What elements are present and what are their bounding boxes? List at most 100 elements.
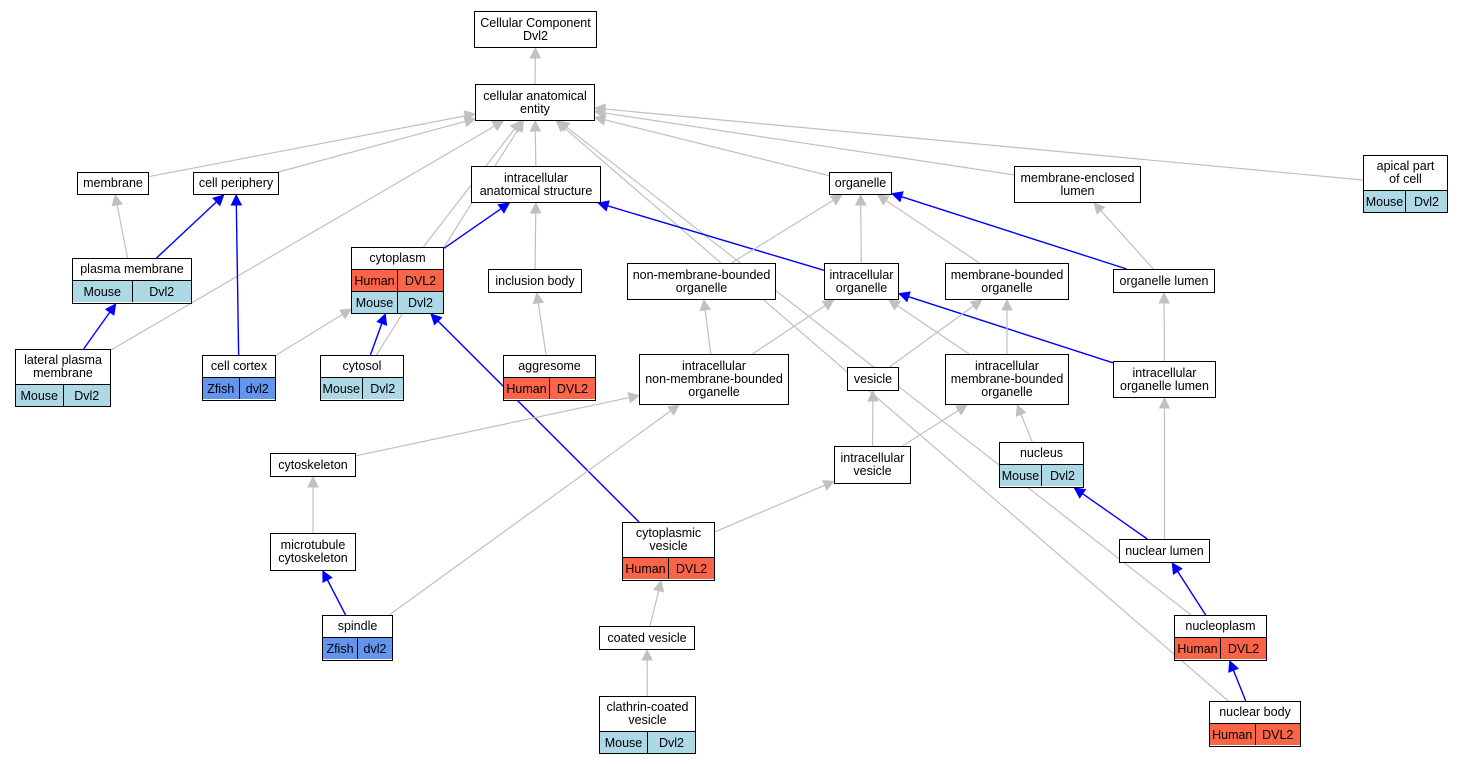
node-label: microtubule cytoskeleton xyxy=(278,538,348,565)
node-cell-periphery[interactable]: cell periphery xyxy=(193,172,279,195)
node-label: clathrin-coated vesicle xyxy=(606,700,689,727)
node-intracellular-anatomical-structure[interactable]: intracellular anatomical structure xyxy=(471,166,601,203)
gene-cell: Dvl2 xyxy=(62,385,111,406)
species-cell: Mouse xyxy=(1001,468,1040,483)
arrowhead xyxy=(529,201,542,214)
node-nuclear-lumen[interactable]: nuclear lumen xyxy=(1119,539,1210,563)
edge-intracellular-non-membrane-bounded-organelle-to-non-membrane-bounded-organelle xyxy=(699,298,712,355)
node-membrane[interactable]: membrane xyxy=(77,172,149,195)
arrowhead xyxy=(641,648,653,661)
arrowhead xyxy=(627,391,641,404)
species-cell: Mouse xyxy=(355,295,394,310)
node-label: intracellular anatomical structure xyxy=(479,170,593,198)
node-intracellular-non-membrane-bounded-organelle[interactable]: intracellular non-membrane-bounded organ… xyxy=(639,354,789,405)
edge-line xyxy=(388,410,672,616)
arrowhead xyxy=(829,194,843,206)
edge-line xyxy=(860,204,862,264)
node-organelle[interactable]: organelle xyxy=(829,172,892,195)
edge-aggresome-to-inclusion-body xyxy=(532,291,547,356)
node-microtubule-cytoskeleton[interactable]: microtubule cytoskeleton xyxy=(270,533,356,571)
arrowhead xyxy=(555,120,569,133)
edge-line xyxy=(607,205,825,271)
edge-vesicle-to-membrane-bounded-organelle xyxy=(889,299,983,368)
arrowhead xyxy=(1001,298,1013,311)
edge-plasma-membrane-to-cell-periphery xyxy=(156,194,225,259)
edge-line xyxy=(563,127,1229,702)
edge-intracellular-anatomical-structure-to-cellular-anatomical-entity xyxy=(529,119,542,167)
node-inclusion-body[interactable]: inclusion body xyxy=(488,269,582,293)
arrowhead xyxy=(699,298,711,312)
node-intracellular-organelle[interactable]: intracellular organelle xyxy=(824,263,899,300)
edge-line xyxy=(896,305,970,355)
node-label: intracellular organelle lumen xyxy=(1120,365,1209,393)
node-cellular-component[interactable]: Cellular Component Dvl2 xyxy=(474,11,597,48)
node-label: apical part of cell xyxy=(1376,159,1435,186)
edge-line xyxy=(604,108,1364,181)
gene-cell: Dvl2 xyxy=(131,281,192,302)
arrowhead xyxy=(1073,487,1087,499)
node-vesicle[interactable]: vesicle xyxy=(847,367,899,391)
arrowhead xyxy=(1015,403,1027,417)
edge-microtubule-cytoskeleton-to-cytoskeleton xyxy=(307,475,319,533)
arrowhead xyxy=(890,191,904,203)
node-label: cytoplasmic vesicle xyxy=(635,526,702,553)
edge-organelle-to-cellular-anatomical-entity xyxy=(593,114,830,177)
node-label: nucleus xyxy=(1019,446,1064,460)
node-cellular-anatomical-entity[interactable]: cellular anatomical entity xyxy=(475,84,595,121)
node-label: membrane-bounded organelle xyxy=(950,267,1064,295)
edge-intracellular-organelle-lumen-to-organelle-lumen xyxy=(1158,291,1170,362)
node-organelle-lumen[interactable]: organelle lumen xyxy=(1113,269,1215,293)
node-label: organelle lumen xyxy=(1119,273,1209,288)
edge-cell-cortex-to-cytoplasm xyxy=(275,308,352,356)
node-intracellular-vesicle[interactable]: intracellular vesicle xyxy=(834,446,911,484)
species-cell: Mouse xyxy=(20,388,59,403)
edge-nuclear-lumen-to-intracellular-organelle-lumen xyxy=(1158,396,1171,539)
edge-apical-part-of-cell-to-cellular-anatomical-entity xyxy=(593,103,1364,181)
edge-cytoskeleton-to-intracellular-non-membrane-bounded-organelle xyxy=(355,391,641,457)
edge-cytosol-to-cellular-anatomical-entity xyxy=(375,120,524,356)
node-label: cytosol xyxy=(342,359,382,373)
species-cell: Human xyxy=(506,381,547,396)
node-intracellular-organelle-lumen[interactable]: intracellular organelle lumen xyxy=(1113,361,1216,398)
arrowhead xyxy=(111,193,123,207)
node-cytoskeleton[interactable]: cytoskeleton xyxy=(270,453,356,477)
arrowhead xyxy=(339,308,352,320)
gene-cell: DVL2 xyxy=(397,270,443,291)
edge-inclusion-body-to-intracellular-anatomical-structure xyxy=(529,201,542,270)
node-non-membrane-bounded-organelle[interactable]: non-membrane-bounded organelle xyxy=(627,263,776,300)
arrowhead xyxy=(666,404,680,416)
node-label: plasma membrane xyxy=(80,262,184,276)
arrowhead xyxy=(1158,396,1171,409)
node-label: intracellular vesicle xyxy=(840,451,905,478)
edge-line xyxy=(278,120,466,173)
arrowhead xyxy=(512,120,524,133)
node-membrane-bounded-organelle[interactable]: membrane-bounded organelle xyxy=(945,263,1069,300)
edge-line xyxy=(148,115,466,178)
node-label: spindle xyxy=(337,619,378,633)
node-coated-vesicle[interactable]: coated vesicle xyxy=(599,626,695,650)
node-membrane-enclosed-lumen[interactable]: membrane-enclosed lumen xyxy=(1014,166,1141,203)
edge-cytoplasm-to-intracellular-anatomical-structure xyxy=(443,202,511,249)
node-intracellular-membrane-bounded-organelle[interactable]: intracellular membrane-bounded organelle xyxy=(945,354,1069,405)
edge-line xyxy=(1177,571,1207,616)
arrowhead xyxy=(491,120,505,132)
species-cell: Human xyxy=(1212,727,1253,742)
arrowhead xyxy=(322,570,333,583)
